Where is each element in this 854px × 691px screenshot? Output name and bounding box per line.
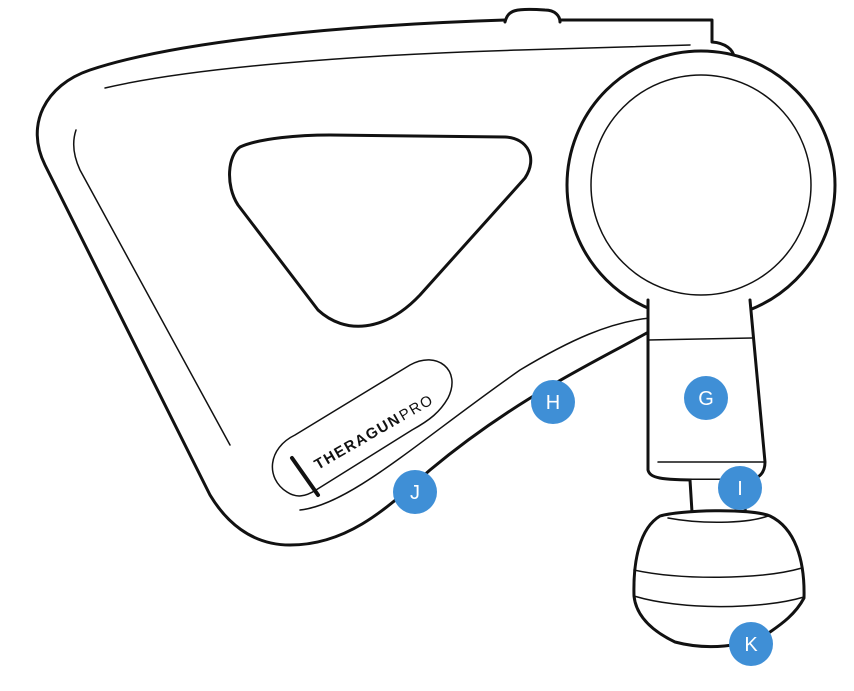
- device-body: [35, 7, 837, 649]
- brand-badge-stripe: [290, 456, 320, 497]
- callout-H: H: [531, 380, 575, 424]
- handle-cutout: [228, 133, 533, 328]
- callout-I: I: [718, 466, 762, 510]
- motor-housing-inner: [590, 74, 812, 296]
- callout-G-label: G: [698, 388, 714, 410]
- attachment-head-band-lower: [633, 595, 805, 608]
- callout-K: K: [729, 622, 773, 666]
- callout-I-marker: [718, 466, 762, 510]
- attachment-head-top-ring: [667, 515, 769, 524]
- callout-J: J: [393, 470, 437, 514]
- body-bevel-line: [72, 44, 691, 511]
- callout-J-label: J: [410, 482, 420, 504]
- callout-K-label: K: [744, 634, 758, 656]
- callout-G: G: [684, 376, 728, 420]
- brand-badge: [271, 359, 453, 497]
- callout-I-label: I: [737, 478, 743, 500]
- callout-H-label: H: [546, 392, 560, 414]
- callout-G-marker: [684, 376, 728, 420]
- top-button: [503, 7, 562, 24]
- attachment-head-band-upper: [633, 567, 803, 578]
- callout-J-marker: [393, 470, 437, 514]
- callout-K-marker: [729, 622, 773, 666]
- arm-housing-seam-top: [647, 337, 753, 341]
- callout-H-marker: [531, 380, 575, 424]
- attachment-head: [632, 509, 806, 649]
